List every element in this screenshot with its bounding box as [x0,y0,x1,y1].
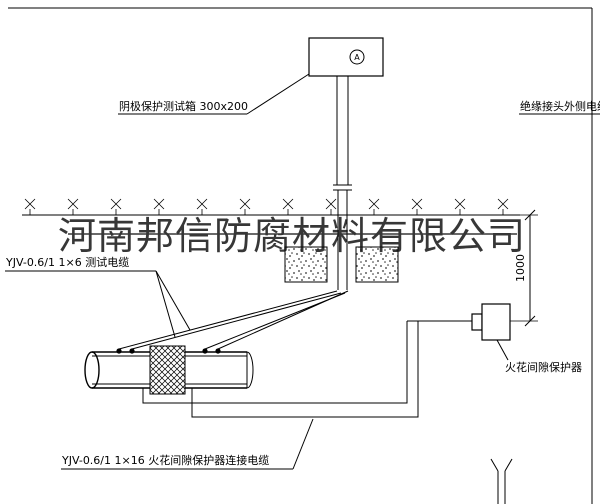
dimension-value: 1000 [514,254,527,282]
test-cable-label: YJV-0.6/1 1×6 测试电缆 [5,256,129,269]
test-cables [118,290,349,350]
concrete-block-left [284,246,328,283]
concrete-block-right [355,246,399,283]
weld-point [129,348,135,354]
dimension-1000: 1000 [510,209,538,327]
watermark: 河南邦信防腐材料有限公司 [58,214,526,258]
protector-label: 火花间隙保护器 [505,360,582,374]
watermark-text: 河南邦信防腐材料有限公司 [58,214,526,258]
ground-rod-symbol [490,458,513,504]
weld-point [202,348,208,354]
test-cable-callout: YJV-0.6/1 1×6 测试电缆 [5,256,191,338]
insulated-joint-cable-callout: 绝缘接头外侧电缆 [519,99,600,115]
weld-point [215,348,221,354]
protector-callout: 火花间隙保护器 [496,339,582,374]
drawing-frame [8,7,593,504]
concrete-blocks [284,246,399,283]
conduit [333,76,352,290]
pipeline [84,345,254,395]
insulating-flange [149,345,186,395]
ammeter-circle [349,49,365,65]
test-box: A [308,37,384,77]
protector-cables [142,320,472,418]
protector-cable-callout: YJV-0.6/1 1×16 火花间隙保护器连接电缆 [61,418,314,470]
ground-grass-symbols [24,198,509,215]
test-box-callout: 阴极保护测试箱 300x200 [118,73,310,115]
insulated-joint-cable-label: 绝缘接头外侧电缆 [520,99,600,113]
spark-gap-protector [471,303,511,341]
ammeter-letter: A [354,53,360,62]
weld-point [116,348,122,354]
protector-cable-label: YJV-0.6/1 1×16 火花间隙保护器连接电缆 [61,453,269,467]
test-box-label: 阴极保护测试箱 300x200 [119,99,248,113]
pipe-left-cap [84,351,100,389]
